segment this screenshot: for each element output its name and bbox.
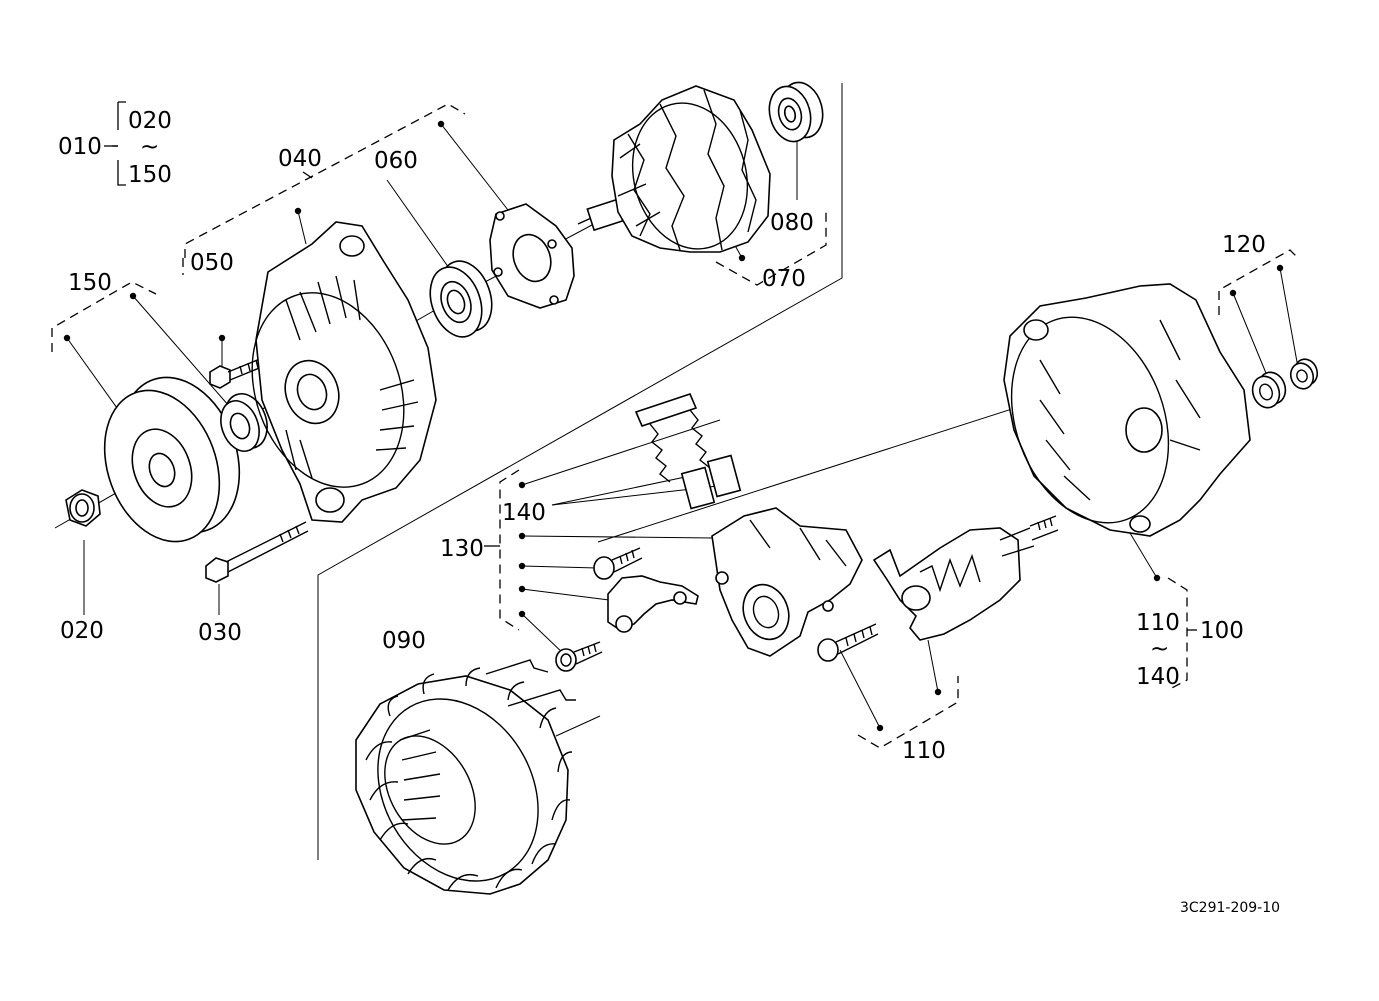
drawing-code: 3C291-209-10: [1180, 900, 1280, 916]
group-bracket-040: [182, 103, 466, 275]
label-060: 060: [374, 148, 418, 174]
front-housing-040: [251, 221, 437, 523]
label-020-range-start: 020: [128, 108, 172, 134]
label-070: 070: [762, 266, 806, 292]
label-120: 120: [1222, 232, 1266, 258]
screw-lower: [555, 641, 603, 672]
group-bracket-130: [484, 469, 520, 631]
bearing-060: [429, 260, 493, 338]
screw-110: [817, 623, 879, 662]
label-140: 140: [502, 500, 546, 526]
label-140-range-end: 140: [1136, 664, 1180, 690]
spacer-150: [220, 393, 268, 452]
callout-labels: 010 020 ~ 150 040 060 050 150 020 030 08…: [58, 108, 1280, 916]
label-040: 040: [278, 146, 322, 172]
cap-120-a: [1251, 371, 1287, 409]
rectifier-110: [872, 515, 1059, 641]
label-050: 050: [190, 250, 234, 276]
group-bracket-enclosure: [317, 83, 843, 860]
label-110-range-start: 110: [1136, 610, 1180, 636]
terminal-clip: [607, 575, 699, 633]
bearing-080: [768, 81, 824, 143]
label-tilde-right: ~: [1150, 636, 1169, 662]
label-080: 080: [770, 210, 814, 236]
label-100: 100: [1200, 618, 1244, 644]
label-130: 130: [440, 536, 484, 562]
label-tilde: ~: [140, 134, 159, 160]
label-110: 110: [902, 738, 946, 764]
brush-holder-130: [711, 507, 863, 657]
retainer-plate: [489, 203, 575, 309]
label-020: 020: [60, 618, 104, 644]
rear-housing-110: [1003, 283, 1251, 537]
screw-upper: [593, 547, 643, 580]
nut-020: [65, 489, 101, 527]
rotor-070: [577, 85, 771, 253]
group-bracket-120: [1218, 249, 1297, 315]
bolt-030: [205, 521, 309, 583]
pulley-020: [103, 376, 241, 543]
label-150-range-end: 150: [128, 162, 172, 188]
brushes-140: [634, 393, 742, 510]
cap-120-b: [1289, 358, 1319, 390]
label-090: 090: [382, 628, 426, 654]
assembly-bracket-010: [104, 101, 126, 186]
group-bracket-100: [1167, 577, 1197, 691]
label-030: 030: [198, 620, 242, 646]
stator-090: [355, 659, 576, 895]
label-010: 010: [58, 134, 102, 160]
group-bracket-070: [715, 208, 827, 286]
label-150: 150: [68, 270, 112, 296]
